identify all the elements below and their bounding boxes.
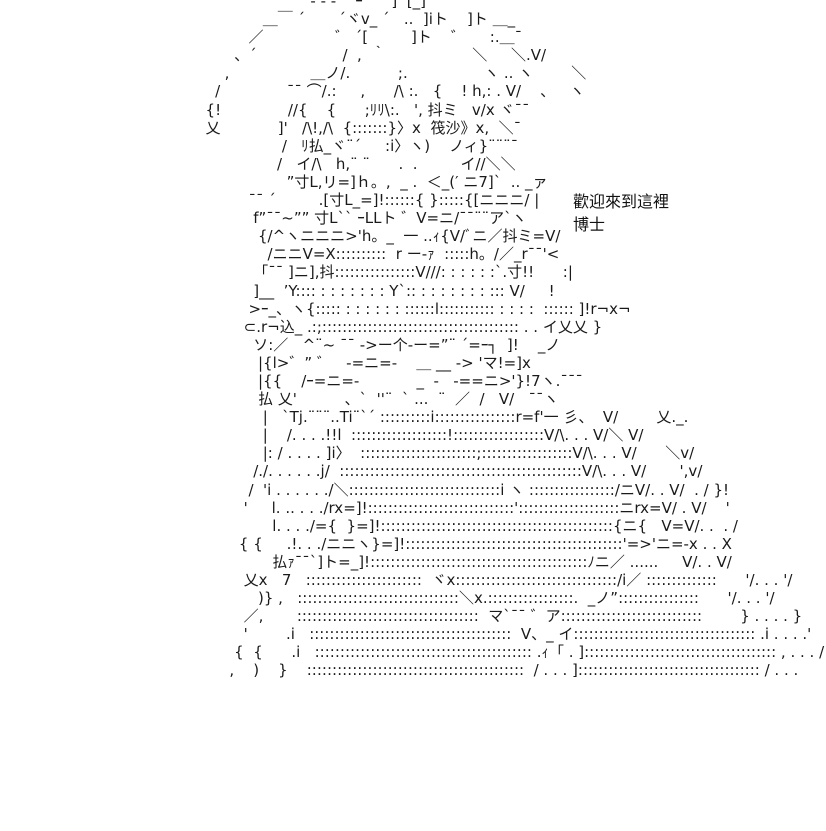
art-line: ' l. .. . . ./rx=]!:::::::::::::::::::::…: [196, 498, 730, 517]
art-line: { { .i :::::::::::::::::::::::::::::::::…: [196, 643, 825, 662]
art-line: 、´ / , ｀ ＼ ＼.V/: [196, 46, 547, 65]
art-line: { { .!. . ./ニニヽ}=]!:::::::::::::::::::::…: [196, 534, 732, 553]
art-line: ⊂.r¬込_ .:;::::::::::::::::::::::::::::::…: [196, 317, 603, 336]
art-line: 乂x 7 ::::::::::::::::::::::: ヾx:::::::::…: [196, 571, 793, 589]
art-line: |{{ /ｰ=ニ=- _ ‐ -==ニ>'}!7ヽ.¯¯¯: [196, 371, 583, 390]
art-line: | `Tj.¨¨¨..Ti¨`´ ::::::::::i::::::::::::…: [196, 408, 689, 427]
art-line: 乂 ]' /\!,/\ {:::::::}〉x 筏沙》x, ＼¯: [196, 118, 522, 137]
art-line: {/^ヽニニニ>'h。_ 一 ..ｨ{V/ﾞニ／抖ミ=V/: [196, 227, 561, 246]
art-line: /ニニV=X:::::::::: r ー‐ｧ :::::h。/／_r¯¯'<: [196, 245, 560, 264]
art-line: , ＿ノ/. ;. ヽ .. ヽ ＼: [196, 64, 587, 83]
caption-line-2: 博士: [573, 215, 606, 234]
art-line: {! //{ { ;ﾘﾘ\:. ', 抖ミ v/x ヾ¯¯: [196, 100, 530, 119]
art-line: , ) } ::::::::::::::::::::::::::::::::::…: [196, 661, 799, 680]
art-line: >ｰ_、ヽ{::::: : : : : : : ::::::l:::::::::…: [196, 299, 631, 318]
art-line: | /. . . .!!l :::::::::::::::::::!::::::…: [196, 426, 644, 445]
art-line: ／, :::::::::::::::::::::::::::::::::::: …: [196, 607, 803, 626]
art-line: )} , ::::::::::::::::::::::::::::::::＼x.…: [196, 589, 775, 608]
ascii-art-figure: ‐ ‐ - ｰ ] [_] ＿￣ ´ ´ヾv_ ´ .. ]ⅰト ]ト ＿_ ／…: [196, 0, 825, 680]
art-line: / ﾘ払_ヾ¨´ :i〉ヽ) ノィ}¨¨¨¯: [196, 136, 519, 155]
art-line: 払ｧ¯¯`]ト=_]!:::::::::::::::::::::::::::::…: [196, 552, 732, 571]
art-line: 払 乂' 、` ''¨ ` ... ¨ ／ / V/ ¯¯ヽ: [196, 390, 559, 409]
art-line: ／ ゛ ´[ ]ト ゛ :.＿¯: [196, 28, 523, 47]
art-line: / イ/\ h,¨ ¨ . . イ//＼＼: [196, 154, 516, 173]
art-line: / ¯¯ ⌒/.: , /\ :. { ! h,: . V/ 、 ヽ: [196, 82, 585, 101]
art-line: |: / . . . . ]i〉 :::::::::::::::::::::::…: [196, 444, 695, 463]
art-line: l. . . ./={ }=]!::::::::::::::::::::::::…: [196, 516, 738, 535]
art-line: ‐ ‐ - ｰ ] [_]: [196, 0, 426, 10]
caption-text: 歡迎來到這裡 博士: [573, 190, 669, 236]
caption-line-1: 歡迎來到這裡: [573, 192, 670, 211]
art-line: |{l>゛” ゛ -=ニ=- ＿ __ -> 'マ!=]x: [196, 353, 531, 372]
art-line: / 'i . . . . . ./＼::::::::::::::::::::::…: [196, 480, 730, 499]
art-line: ¯¯ ´ .[寸L_=]!::::::{ }:::::{[ニニニ/ |: [196, 191, 540, 210]
art-line: f”¯¯~”” 寸L`` ｰLLト ゛V=ニ/¯¯¨¨ア`ヽ: [196, 209, 527, 228]
art-line: 「¯¯ ]ニ],抖::::::::::::::::V///: : : : : :…: [196, 263, 573, 282]
art-line: ' .i :::::::::::::::::::::::::::::::::::…: [196, 625, 812, 644]
art-line: ソ:／ ^¨~ ¯¯ ->ー个-ー=”¨ ´=ｰ┐ ]! _ノ: [196, 335, 561, 354]
art-line: /./. . . . . .j/ :::::::::::::::::::::::…: [196, 462, 703, 481]
art-line: ”寸L,リ=]ｈ。, _ . ＜_(′ ニ7]` .. _ァ: [196, 172, 548, 191]
art-line: ＿￣ ´ ´ヾv_ ´ .. ]ⅰト ]ト ＿_: [196, 10, 516, 29]
art-line: ]__ ’Y:::: : : : : : : : Y`:: : : : : : …: [196, 281, 555, 300]
